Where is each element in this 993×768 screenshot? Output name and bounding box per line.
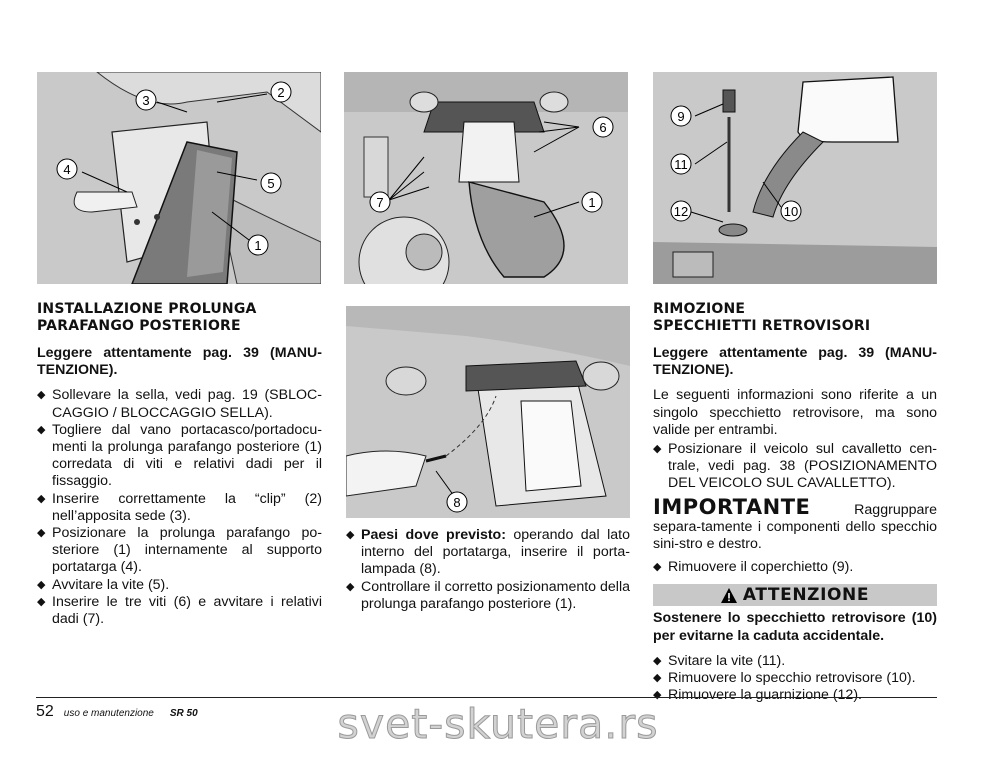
list-item: Avvitare la vite (5). (37, 577, 322, 594)
heading-line: INSTALLAZIONE PROLUNGA (37, 301, 257, 317)
list-item: Inserire correttamente la “clip” (2) nel… (37, 491, 322, 525)
fig3-label-8: 8 (453, 495, 460, 510)
list-item: Rimuovere la guarnizione (12). (653, 687, 937, 704)
figure-mirror-removal-drawing: 9 11 12 10 (653, 76, 937, 284)
item-bold: Paesi dove previsto: (361, 527, 506, 543)
figure-fender-install: 3 2 4 5 1 (37, 72, 321, 284)
item-text: Controllare il corretto posizionamento d… (361, 578, 630, 612)
importante-label: IMPORTANTE (653, 494, 811, 519)
fig4-label-11: 11 (674, 157, 688, 172)
column-fender-install: INSTALLAZIONE PROLUNGA PARAFANGO POSTERI… (37, 301, 322, 628)
attenzione-label: ATTENZIONE (742, 584, 870, 605)
figure-fender-screws-drawing: 6 7 1 (344, 72, 628, 284)
steps-list: Svitare la vite (11). Rimuovere lo specc… (653, 653, 937, 705)
heading-line: RIMOZIONE (653, 301, 746, 317)
figure-fender-screws: 6 7 1 (344, 72, 628, 284)
watermark: svet-skutera.rs (337, 700, 659, 749)
list-item: Svitare la vite (11). (653, 653, 937, 670)
list-item: Rimuovere il coperchietto (9). (653, 559, 937, 576)
intro-paragraph: Le seguenti informazioni sono riferite a… (653, 387, 937, 438)
list-item: Posizionare la prolunga parafango po-ste… (37, 525, 322, 577)
fig4-label-10: 10 (784, 204, 798, 219)
page-number: 52 (36, 703, 54, 720)
fig4-label-9: 9 (677, 109, 684, 124)
list-item: Sollevare la sella, vedi pag. 19 (SBLOC-… (37, 387, 322, 421)
importante-text: Raggruppare separa-tamente i componenti … (653, 501, 937, 553)
figure-lamp-holder-drawing: 8 (346, 306, 630, 513)
figure-mirror-removal: 9 11 12 10 (653, 72, 937, 284)
fig1-label-3: 3 (142, 93, 149, 108)
fig1-label-1: 1 (254, 238, 261, 253)
fig4-label-12: 12 (674, 204, 688, 219)
manual-title: uso e manutenzione (63, 708, 154, 719)
page-footer: 52 uso e manutenzione SR 50 (36, 703, 198, 721)
column-mirror-removal: RIMOZIONE SPECCHIETTI RETROVISORI Legger… (653, 301, 937, 705)
figure-fender-install-drawing: 3 2 4 5 1 (56, 72, 321, 284)
attenzione-banner: ATTENZIONE (653, 584, 937, 607)
steps-list: Posizionare il veicolo sul cavalletto ce… (653, 441, 937, 493)
list-item: Togliere dal vano portacasco/portadocu-m… (37, 422, 322, 491)
fig1-label-5: 5 (267, 176, 274, 191)
importante-note: IMPORTANTE Raggruppare separa-tamente i … (653, 496, 937, 554)
steps-list: Paesi dove previsto: operando dal lato i… (346, 527, 630, 613)
fig2-label-7: 7 (376, 195, 383, 210)
lead-note: Leggere attentamente pag. 39 (MANU-TENZI… (653, 345, 937, 379)
fig1-label-4: 4 (63, 162, 70, 177)
section-heading-mirror: RIMOZIONE SPECCHIETTI RETROVISORI (653, 301, 937, 335)
fig2-label-1: 1 (588, 195, 595, 210)
steps-list: Sollevare la sella, vedi pag. 19 (SBLOC-… (37, 387, 322, 628)
steps-list: Rimuovere il coperchietto (9). (653, 559, 937, 576)
model-name: SR 50 (169, 708, 198, 719)
attenzione-text: Sostenere lo specchietto retrovisore (10… (653, 610, 937, 644)
heading-line: PARAFANGO POSTERIORE (37, 318, 241, 334)
warning-triangle-icon (720, 587, 737, 603)
fig1-label-2: 2 (277, 85, 284, 100)
section-heading-fender: INSTALLAZIONE PROLUNGA PARAFANGO POSTERI… (37, 301, 322, 335)
list-item: Controllare il corretto posizionamento d… (346, 579, 630, 613)
list-item: Paesi dove previsto: operando dal lato i… (346, 527, 630, 579)
list-item: Inserire le tre viti (6) e avvitare i re… (37, 594, 322, 628)
figure-lamp-holder: 8 (346, 306, 630, 518)
lead-note: Leggere attentamente pag. 39 (MANU-TENZI… (37, 345, 322, 379)
footer-rule (36, 697, 937, 698)
fig2-label-6: 6 (599, 120, 606, 135)
list-item: Posizionare il veicolo sul cavalletto ce… (653, 441, 937, 493)
heading-line: SPECCHIETTI RETROVISORI (653, 318, 871, 334)
list-item: Rimuovere lo specchio retrovisore (10). (653, 670, 937, 687)
column-lamp-holder: Paesi dove previsto: operando dal lato i… (346, 527, 630, 613)
item-text: operando dal lato interno del portatarga… (361, 527, 630, 578)
